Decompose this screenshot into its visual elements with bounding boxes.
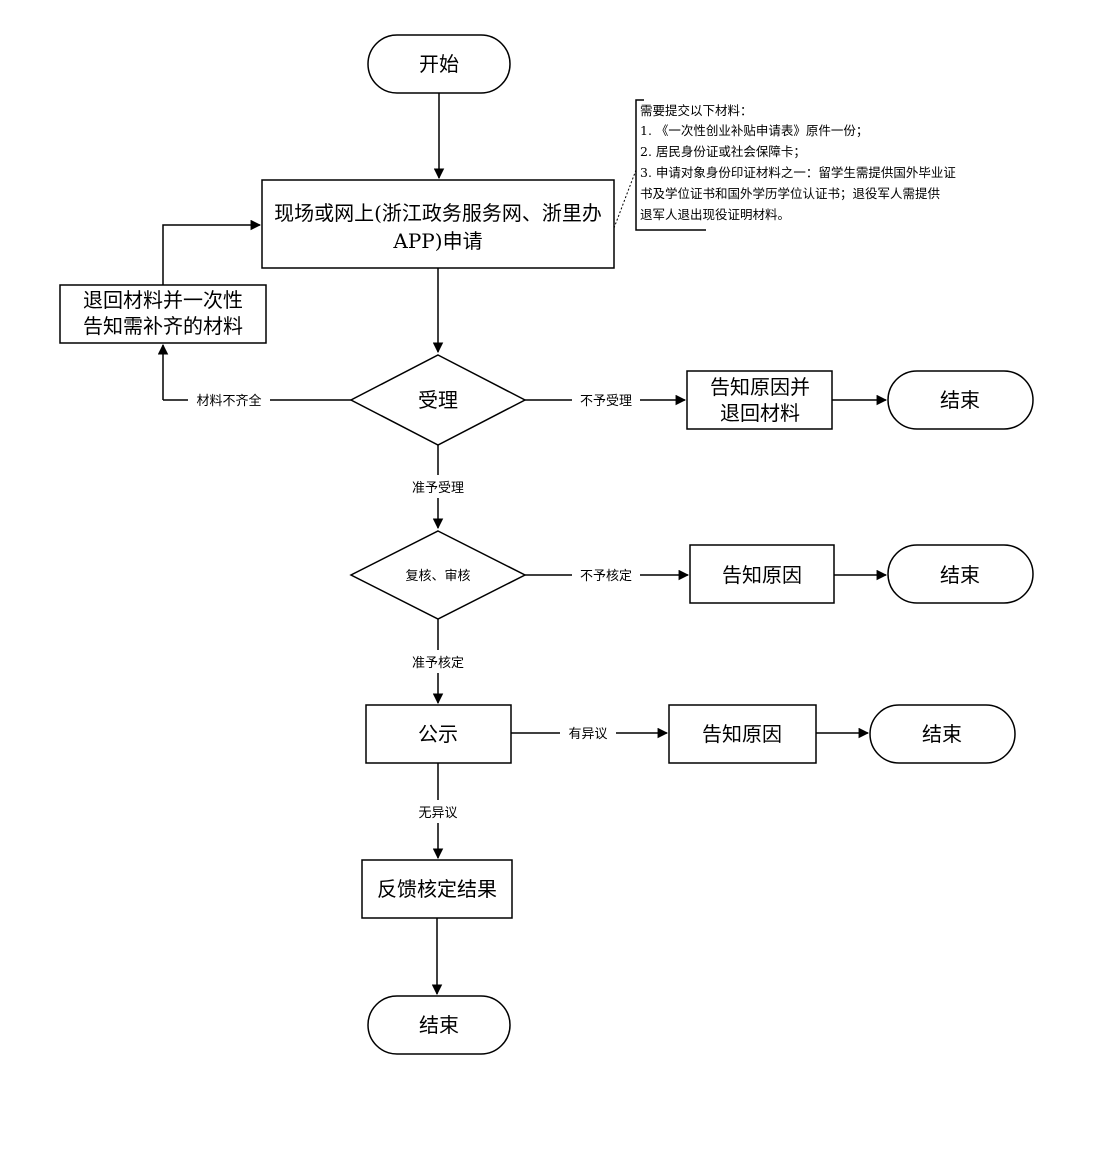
inform-reason-box-2 [668,704,817,764]
edge-label-not-accepted: 不予受理 [580,394,632,409]
reject-return-label-line1: 告知原因并 [710,375,810,399]
return-materials-box [59,284,267,344]
inform-reason-label-1: 告知原因 [722,563,802,587]
inform-reason-label-2: 告知原因 [702,722,782,746]
edge-label-not-approved: 不予核定 [580,569,632,584]
end-label-1: 结束 [940,388,980,412]
end-terminal-2 [887,544,1034,604]
note-bracket [635,99,706,231]
end-label-2: 结束 [940,563,980,587]
end-terminal-4 [367,995,511,1055]
apply-box [261,179,615,269]
start-label: 开始 [419,52,459,76]
edge-label-approved: 准予核定 [412,656,464,671]
note-line-3: 2. 居民身份证或社会保障卡； [640,144,806,159]
edge-label-accepted: 准予受理 [412,481,464,496]
edge-return-apply [162,219,262,285]
note-line-1: 需要提交以下材料： [640,103,753,118]
accept-label: 受理 [418,388,458,412]
inform-reason-box-1 [689,544,835,604]
end-label-4: 结束 [419,1013,459,1037]
reject-return-label-line2: 退回材料 [720,401,800,425]
return-label-line1: 退回材料并一次性 [83,288,243,312]
note-line-4: 3. 申请对象身份印证材料之一：留学生需提供国外毕业证 [640,165,956,180]
feedback-box [361,859,513,919]
end-terminal-3 [869,704,1016,764]
return-label-line2: 告知需补齐的材料 [83,314,243,338]
note-text: 需要提交以下材料： 1. 《一次性创业补贴申请表》原件一份； 2. 居民身份证或… [640,103,956,222]
edge-label-no-objection: 无异议 [418,806,457,821]
end-terminal-1 [887,370,1034,430]
publicity-box [365,704,512,764]
publicity-label: 公示 [418,722,458,746]
note-line-2: 1. 《一次性创业补贴申请表》原件一份； [640,123,868,138]
edge-label-objection: 有异议 [568,727,607,742]
apply-label-line1: 现场或网上(浙江政务服务网、浙里办 [274,201,602,225]
note-line-6: 退军人退出现役证明材料。 [640,207,790,222]
note-connector [613,169,637,229]
end-label-3: 结束 [922,722,962,746]
reject-return-box [686,370,833,430]
review-label: 复核、审核 [405,569,470,584]
feedback-label: 反馈核定结果 [377,877,497,901]
apply-label-line2: APP)申请 [392,229,482,253]
edge-label-incomplete: 材料不齐全 [196,393,261,409]
note-line-5: 书及学位证书和国外学历学位认证书；退役军人需提供 [640,186,940,201]
